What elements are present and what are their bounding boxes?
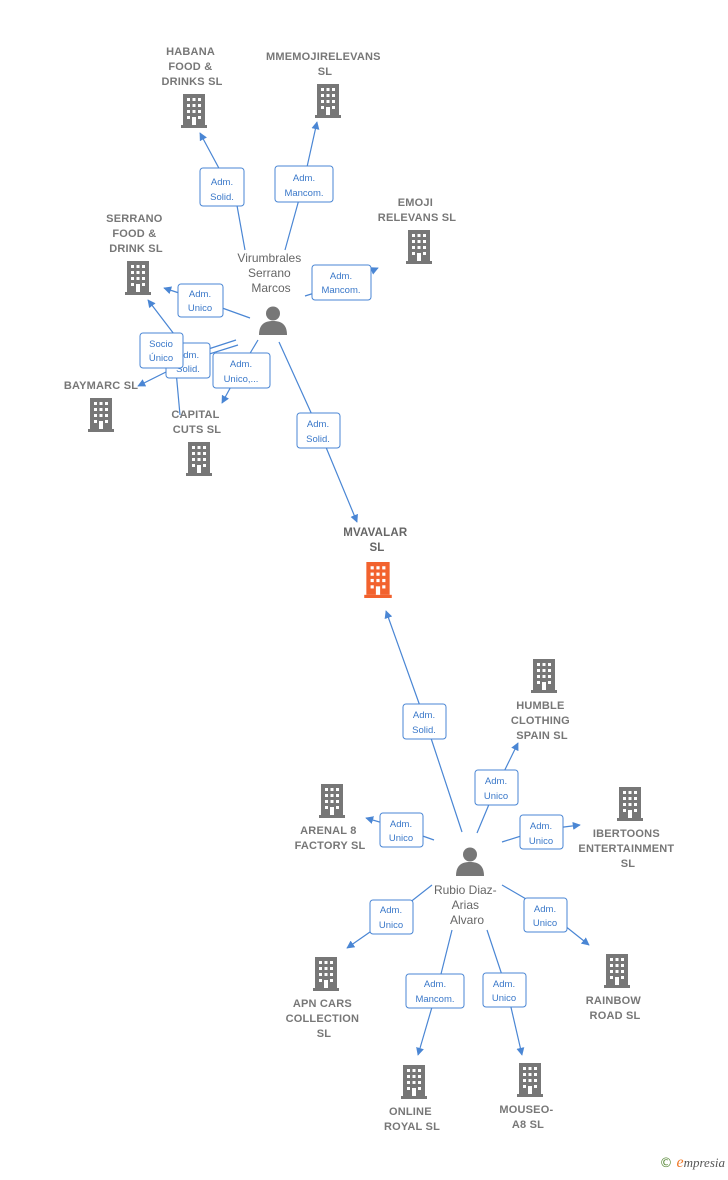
svg-text:Adm.Unico: Adm.Unico: [389, 819, 413, 844]
svg-text:Adm.Solid.: Adm.Solid.: [412, 710, 436, 736]
building-icon: [313, 957, 339, 991]
building-icon: [125, 261, 151, 295]
empresia-watermark: ©empresia: [659, 1154, 725, 1172]
company-label: BAYMARC SL: [64, 380, 138, 392]
svg-text:Adm.Unico,...: Adm.Unico,...: [224, 359, 259, 385]
svg-text:Adm.Mancom.: Adm.Mancom.: [321, 271, 360, 296]
svg-text:Adm.Unico: Adm.Unico: [492, 979, 516, 1004]
role-boxes: Adm.Solid. Adm.Mancom. Adm.Mancom. Adm.U…: [139, 165, 568, 1009]
building-icon: [401, 1065, 427, 1099]
company-label: CAPITAL CUTS SL: [171, 409, 222, 436]
role-box-capital[interactable]: Adm.Unico,...: [212, 352, 271, 389]
role-box-habana[interactable]: Adm.Solid.: [199, 167, 245, 207]
company-label: IBERTOONS ENTERTAINMENT SL: [578, 828, 677, 870]
company-baymarc[interactable]: BAYMARC SL: [64, 380, 138, 432]
svg-text:Adm.Mancom.: Adm.Mancom.: [284, 173, 323, 199]
role-box-ibertoons[interactable]: Adm.Unico: [519, 814, 564, 850]
company-ibertoons[interactable]: IBERTOONS ENTERTAINMENT SL: [578, 787, 677, 870]
svg-text:Adm.Mancom.: Adm.Mancom.: [415, 979, 454, 1005]
company-mouseo[interactable]: MOUSEO- A8 SL: [499, 1063, 556, 1131]
role-box-rainbow[interactable]: Adm.Unico: [523, 897, 568, 933]
building-icon: [604, 954, 630, 988]
role-box-emoji[interactable]: Adm.Mancom.: [311, 264, 372, 301]
brand-logo-initial: e: [676, 1154, 684, 1171]
company-label: EMOJI RELEVANS SL: [378, 197, 456, 224]
role-box-apn[interactable]: Adm.Unico: [369, 899, 414, 935]
focus-company-mvavalar[interactable]: MVAVALAR SL: [343, 527, 411, 598]
company-serrano[interactable]: SERRANO FOOD & DRINK SL: [106, 213, 166, 295]
person-rubio[interactable]: Rubio Diaz- Arias Alvaro: [434, 847, 500, 928]
company-label: ARENAL 8 FACTORY SL: [295, 825, 366, 852]
svg-text:Adm.Solid.: Adm.Solid.: [210, 177, 234, 203]
company-label: MOUSEO- A8 SL: [499, 1104, 556, 1131]
company-label: ONLINE ROYAL SL: [384, 1106, 440, 1133]
company-arena[interactable]: ARENAL 8 FACTORY SL: [295, 784, 366, 852]
role-box-mmemoji[interactable]: Adm.Mancom.: [274, 165, 334, 203]
building-icon: [319, 784, 345, 818]
company-label: SERRANO FOOD & DRINK SL: [106, 213, 166, 255]
person-icon: [259, 306, 287, 335]
role-box-serrano-unico[interactable]: Adm.Unico: [177, 283, 224, 318]
svg-text:Adm.Solid.: Adm.Solid.: [306, 419, 330, 445]
company-emoji[interactable]: EMOJI RELEVANS SL: [378, 197, 456, 264]
role-box-humble[interactable]: Adm.Unico: [474, 769, 519, 806]
focus-company-label: MVAVALAR SL: [343, 527, 411, 554]
company-online[interactable]: ONLINE ROYAL SL: [384, 1065, 440, 1133]
company-rainbow[interactable]: RAINBOW ROAD SL: [586, 954, 644, 1022]
role-box-mouseo[interactable]: Adm.Unico: [482, 972, 527, 1008]
connection-lines: [137, 121, 590, 1056]
building-icon: [531, 659, 557, 693]
building-icon: [364, 562, 392, 598]
building-icon: [617, 787, 643, 821]
copyright-icon: ©: [659, 1156, 673, 1171]
person-virumbrales[interactable]: Virumbrales Serrano Marcos: [237, 251, 304, 335]
company-humble[interactable]: HUMBLE CLOTHING SPAIN SL: [511, 659, 573, 742]
svg-text:Adm.Unico: Adm.Unico: [533, 904, 557, 929]
company-capital[interactable]: CAPITAL CUTS SL: [171, 409, 222, 476]
brand-logo-text: mpresia: [683, 1155, 725, 1170]
person-icon: [456, 847, 484, 876]
building-icon: [88, 398, 114, 432]
building-icon: [315, 84, 341, 118]
role-box-mvavalar-virumbrales[interactable]: Adm.Solid.: [296, 412, 341, 449]
role-box-mvavalar-rubio[interactable]: Adm.Solid.: [402, 703, 447, 740]
person-label: Rubio Diaz- Arias Alvaro: [434, 883, 500, 927]
role-box-arena[interactable]: Adm.Unico: [379, 812, 424, 848]
svg-text:Adm.Unico: Adm.Unico: [529, 821, 553, 847]
company-mmemoji[interactable]: MMEMOJIRELEVANS SL: [266, 51, 384, 118]
company-label: RAINBOW ROAD SL: [586, 995, 644, 1022]
company-label: HUMBLE CLOTHING SPAIN SL: [511, 700, 573, 742]
building-icon: [406, 230, 432, 264]
building-icon: [181, 94, 207, 128]
company-label: MMEMOJIRELEVANS SL: [266, 51, 384, 78]
building-icon: [186, 442, 212, 476]
company-habana[interactable]: HABANA FOOD & DRINKS SL: [161, 46, 222, 128]
svg-text:Adm.Unico: Adm.Unico: [484, 776, 508, 802]
company-label: HABANA FOOD & DRINKS SL: [161, 46, 222, 88]
company-nodes: HABANA FOOD & DRINKS SL MMEMOJIRELEVANS …: [64, 46, 677, 1133]
role-box-online[interactable]: Adm.Mancom.: [405, 973, 465, 1009]
company-label: APN CARS COLLECTION SL: [286, 998, 363, 1040]
person-label: Virumbrales Serrano Marcos: [237, 251, 304, 295]
building-icon: [517, 1063, 543, 1097]
company-apn[interactable]: APN CARS COLLECTION SL: [286, 957, 363, 1040]
svg-text:Adm.Unico: Adm.Unico: [379, 905, 403, 931]
svg-text:Adm.Solid.: Adm.Solid.: [176, 350, 200, 375]
svg-text:Adm.Unico: Adm.Unico: [188, 289, 212, 314]
